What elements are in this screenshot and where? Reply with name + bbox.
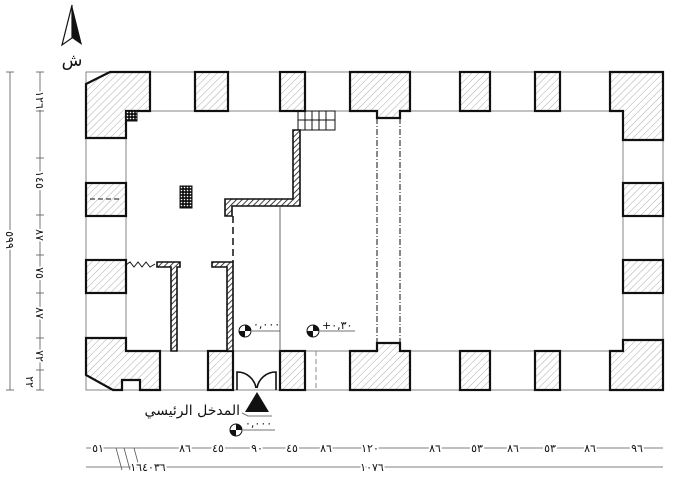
level-marker-inner-left xyxy=(238,324,280,338)
pier xyxy=(621,258,665,295)
left-dim: ١٢٦ xyxy=(33,91,46,109)
left-dim: ١٤٥ xyxy=(33,171,46,189)
entrance-label: المدخل الرئيسي xyxy=(145,403,240,419)
left-dim: ٨٧ xyxy=(33,307,46,319)
interior-walls xyxy=(125,110,401,390)
bottom-dim: ٨٦ xyxy=(179,442,191,455)
bottom-dim: ٨٦ xyxy=(320,442,332,455)
level-inner-left: ٠,٠٠٠ xyxy=(253,318,280,331)
corner-pier-nw xyxy=(84,70,152,140)
bottom-dim: ٨٦ xyxy=(507,442,519,455)
pier xyxy=(533,70,562,113)
stair xyxy=(297,110,336,131)
pier xyxy=(458,70,492,113)
left-dim: ٧٥ xyxy=(33,267,46,279)
left-dim: ٨٧ xyxy=(33,229,46,241)
bottom-dim: ٤٥ xyxy=(212,442,224,455)
pier xyxy=(84,258,128,295)
pier xyxy=(193,70,230,113)
bottom-dim: ١٢٠ xyxy=(361,442,379,455)
bottom-dim: ٩٠ xyxy=(251,442,263,455)
left-dim: ٢٢ xyxy=(23,376,36,388)
bottom-dim: ٨٦ xyxy=(584,442,596,455)
pier xyxy=(458,349,492,392)
piers xyxy=(84,70,665,392)
pier xyxy=(348,341,412,392)
corner-pier-ne xyxy=(608,70,665,142)
pier xyxy=(533,349,562,392)
north-label: ش xyxy=(62,51,83,71)
bottom-dim: ٥٣ xyxy=(544,442,556,455)
bottom-dim-small: ١٦٤٠٣٦ xyxy=(130,461,166,474)
bottom-dim-total: ١٠٧٦ xyxy=(360,461,384,474)
left-dimension-lines xyxy=(6,71,44,391)
level-inner-right: +٠,٣٠ xyxy=(322,319,352,332)
pier xyxy=(278,70,307,113)
bottom-dim: ٤٥ xyxy=(286,442,298,455)
level-outside: ٠,٠٠٠ xyxy=(245,417,272,430)
entrance-doors xyxy=(236,371,277,390)
bottom-dimension-lines xyxy=(86,447,663,471)
pier xyxy=(621,181,665,218)
bottom-dim: ٥٣ xyxy=(471,442,483,455)
level-marker-inner-right xyxy=(306,324,355,338)
left-dim: ٧٢ xyxy=(33,350,46,362)
bottom-dim: ٨٦ xyxy=(429,442,441,455)
left-dim-total: ٥٩٩ xyxy=(3,231,16,249)
north-arrow-icon xyxy=(61,4,82,47)
corner-pier-sw xyxy=(84,336,162,392)
bottom-dim: ٥١ xyxy=(92,442,104,455)
corner-pier-se xyxy=(608,338,665,392)
column xyxy=(179,185,193,209)
entrance-arrow-icon xyxy=(241,392,272,417)
level-marker-outside xyxy=(229,423,275,437)
pier xyxy=(278,349,307,392)
pier xyxy=(206,349,235,392)
pier xyxy=(348,70,412,120)
bottom-dim: ٩٦ xyxy=(631,442,643,455)
